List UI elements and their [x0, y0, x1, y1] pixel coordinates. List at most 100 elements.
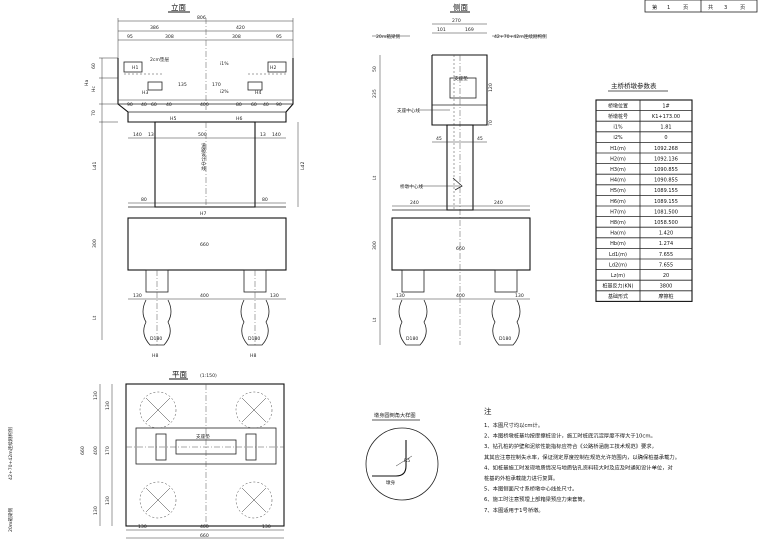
- param-value-cell: 1.420: [659, 231, 673, 237]
- svg-text:235: 235: [372, 89, 378, 98]
- table-row: Ha(m) 1.420: [610, 231, 673, 237]
- param-value-cell: K1+173.00: [652, 114, 680, 120]
- svg-text:H2: H2: [270, 65, 276, 71]
- table-row: 桩基反力(KN)3800: [603, 283, 673, 290]
- svg-text:H6: H6: [236, 116, 242, 122]
- svg-text:660: 660: [200, 533, 209, 539]
- table-row: Ld2(m)7.655: [609, 262, 673, 268]
- page-indicator: 第 1 页 共 3 页: [644, 0, 758, 13]
- param-value-cell: 1#: [662, 103, 669, 109]
- svg-text:D180: D180: [150, 336, 162, 342]
- notes-heading: 注: [484, 406, 492, 416]
- param-name-cell: H4(m): [610, 178, 626, 184]
- svg-text:H4: H4: [255, 90, 261, 96]
- svg-text:45: 45: [477, 136, 483, 142]
- svg-text:130: 130: [133, 293, 142, 299]
- note-line: 桩基的外桩承载能力进行复算。: [484, 474, 558, 482]
- table-row: Hb(m) 1.274: [610, 241, 673, 247]
- svg-text:130: 130: [396, 293, 405, 299]
- svg-text:308: 308: [232, 34, 241, 40]
- param-name-cell: 桩基反力(KN): [603, 283, 634, 290]
- svg-text:D180: D180: [406, 336, 418, 342]
- param-name-cell: 桥墩位置: [608, 102, 628, 109]
- svg-text:42+70+42m连续刚构侧: 42+70+42m连续刚构侧: [7, 427, 14, 480]
- svg-text:386: 386: [150, 25, 159, 31]
- svg-text:400: 400: [200, 524, 209, 530]
- table-row: H1(m) 1092.268: [610, 146, 678, 152]
- svg-text:120: 120: [488, 83, 494, 92]
- param-value-cell: 1081.500: [654, 209, 678, 215]
- param-name-cell: 桥墩桩号: [608, 113, 628, 120]
- side-view: 侧面 20m箱梁侧 42+70+42m连续刚构侧 270 101 169 支座垫…: [372, 2, 547, 346]
- param-name-cell: H7(m): [610, 209, 626, 215]
- svg-text:140: 140: [272, 132, 281, 138]
- param-table-title: 主桥桥墩参数表: [611, 81, 657, 90]
- svg-text:101: 101: [437, 27, 446, 33]
- svg-text:Lt: Lt: [372, 317, 378, 322]
- svg-text:95: 95: [127, 34, 133, 40]
- note-line: 2、本图桥墩桩基均按摩擦桩设计，施工时桩底沉淀厚度不得大于10cm。: [484, 432, 656, 440]
- h7-label: H7: [200, 211, 206, 217]
- svg-text:90: 90: [127, 102, 133, 108]
- param-name-cell: i1%: [613, 125, 623, 131]
- param-name-cell: Hb(m): [610, 241, 626, 247]
- svg-text:40: 40: [141, 102, 147, 108]
- param-name-cell: H6(m): [610, 199, 626, 205]
- table-row: 基础形式 摩擦桩: [608, 293, 674, 300]
- plan-scale: (1:150): [200, 373, 217, 379]
- svg-text:660: 660: [200, 242, 209, 248]
- param-value-cell: 1090.855: [654, 178, 678, 184]
- param-name-cell: Ha(m): [610, 231, 626, 237]
- notes-block: 注 1、本图尺寸均以cm计。2、本图桥墩桩基均按摩擦桩设计，施工时桩底沉淀厚度不…: [484, 406, 680, 514]
- svg-text:80: 80: [141, 197, 147, 203]
- svg-text:140: 140: [133, 132, 142, 138]
- svg-text:60: 60: [91, 63, 97, 69]
- svg-text:130: 130: [138, 524, 147, 530]
- svg-text:20m箱梁侧: 20m箱梁侧: [376, 33, 401, 40]
- param-value-cell: 1089.155: [654, 199, 678, 205]
- svg-text:支座中心线: 支座中心线: [397, 107, 420, 114]
- page-unit: 页: [683, 4, 688, 11]
- svg-text:Hc: Hc: [91, 86, 97, 92]
- svg-text:H8: H8: [152, 353, 158, 359]
- param-name-cell: Ld1(m): [609, 252, 627, 258]
- param-value-cell: 摩擦桩: [658, 293, 673, 300]
- note-line: 4、如桩基施工时发现地质情况与地质钻孔资料较大时及应及时通知设计单位，对: [484, 463, 673, 471]
- table-row: i1%1.81: [613, 125, 671, 131]
- param-table-frame: [595, 99, 693, 302]
- note-line: 6、施工时注意预埋上部箱梁预应力束套筒。: [484, 495, 588, 503]
- plan-title: 平面: [172, 370, 187, 379]
- param-value-cell: 1089.155: [654, 188, 678, 194]
- table-row: H3(m)1090.855: [610, 167, 678, 173]
- svg-text:50: 50: [372, 66, 378, 72]
- svg-text:660: 660: [456, 246, 465, 252]
- param-name-cell: H1(m): [610, 146, 626, 152]
- param-name-cell: Lz(m): [611, 273, 625, 279]
- svg-text:400: 400: [200, 102, 209, 108]
- svg-text:270: 270: [452, 18, 461, 24]
- svg-text:13: 13: [260, 132, 266, 138]
- svg-text:135: 135: [178, 82, 187, 88]
- svg-text:Ld2: Ld2: [300, 162, 306, 170]
- svg-text:Lt: Lt: [372, 175, 378, 180]
- table-row: Ld1(m) 7.655: [609, 252, 673, 258]
- param-value-cell: 7.655: [659, 252, 673, 258]
- note-line: 其其应注意控制失水率，保证测定厚度控制在规范允许范围内，以确保桩基承载力。: [484, 453, 680, 461]
- svg-text:H8: H8: [250, 353, 256, 359]
- param-name-cell: Ld2(m): [609, 262, 627, 268]
- param-value-cell: 1092.268: [654, 146, 678, 152]
- table-row: 桥墩桩号 K1+173.00: [608, 113, 680, 120]
- param-name-cell: H8(m): [610, 220, 626, 226]
- svg-text:墩身: 墩身: [386, 479, 396, 486]
- table-row: H6(m) 1089.155: [610, 199, 678, 205]
- param-value-cell: 1.274: [659, 241, 673, 247]
- svg-text:169: 169: [465, 27, 474, 33]
- svg-text:D180: D180: [248, 336, 260, 342]
- svg-text:400: 400: [93, 446, 99, 455]
- svg-text:806: 806: [197, 15, 206, 21]
- param-name-cell: 基础形式: [608, 293, 628, 300]
- svg-text:H1: H1: [132, 65, 138, 71]
- svg-text:42+70+42m连续刚构侧: 42+70+42m连续刚构侧: [494, 33, 547, 40]
- note-line: 5、本图侧面尺寸系桥墩中心线处尺寸。: [484, 485, 577, 493]
- svg-text:420: 420: [236, 25, 245, 31]
